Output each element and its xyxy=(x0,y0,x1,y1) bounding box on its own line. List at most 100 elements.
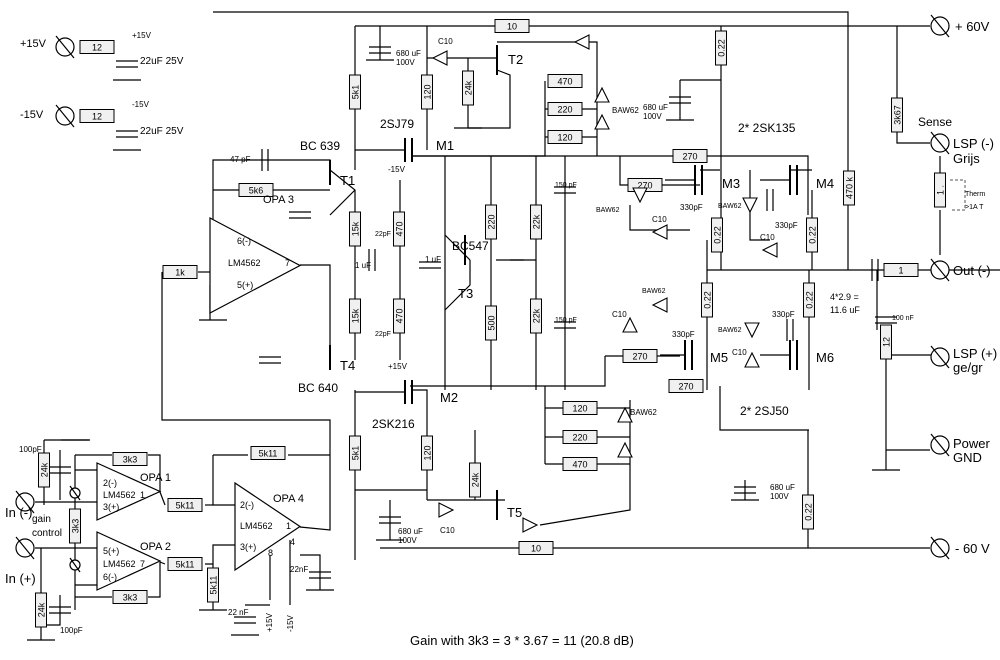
wire xyxy=(329,189,356,216)
wire xyxy=(161,272,331,531)
resistor-value: 1 . xyxy=(936,185,946,195)
label-c47p: 47 pF xyxy=(230,155,251,164)
resistor-value: 1 xyxy=(898,266,903,276)
label-sk135: 2* 2SK135 xyxy=(738,121,796,135)
wire xyxy=(539,400,631,526)
resistor xyxy=(207,567,219,603)
wire xyxy=(148,454,161,492)
resistor-value: 5k11 xyxy=(176,560,195,570)
label-c10b: C10 xyxy=(440,526,455,535)
wire xyxy=(468,69,511,129)
label-c10-m4: C10 xyxy=(760,233,775,242)
label-c330-m4: 330pF xyxy=(775,221,798,230)
wire xyxy=(619,156,700,186)
terminal-slash xyxy=(930,258,950,282)
label-t5: T5 xyxy=(507,505,522,520)
terminal-slash xyxy=(930,433,950,457)
resistor-value: 270 xyxy=(632,352,647,362)
terminal-label-gnd: GND xyxy=(953,450,982,465)
wire xyxy=(300,264,331,360)
label-sup-cap2: 22uF 25V xyxy=(140,126,184,137)
resistor xyxy=(250,446,286,460)
resistor xyxy=(494,19,530,33)
terminal-label-minus60: - 60 V xyxy=(955,541,990,556)
resistor-value: 24k xyxy=(37,602,47,617)
wire xyxy=(749,170,770,241)
resistor xyxy=(167,557,203,571)
terminal-slash xyxy=(55,104,75,128)
terminal-slash xyxy=(930,345,950,369)
wire xyxy=(159,561,166,565)
label-opa4-p8: 8 xyxy=(268,548,273,558)
resistor xyxy=(518,541,554,555)
label-p15-b: +15V xyxy=(265,612,274,632)
label-therm2: >1A T xyxy=(965,204,984,211)
terminal-slash xyxy=(69,485,81,501)
resistor-value: 10 xyxy=(507,22,517,32)
resistor xyxy=(393,298,405,334)
terminal-label-lsp-minus: LSP (-) xyxy=(953,136,994,151)
label-t3: T3 xyxy=(458,286,473,301)
terminal-label-gain: gain xyxy=(32,514,51,525)
diode xyxy=(744,322,760,339)
resistor xyxy=(622,349,658,363)
resistor-value: 5k11 xyxy=(259,449,278,459)
terminal-label-minus15: -15V xyxy=(20,109,44,121)
label-c150b: 150 pF xyxy=(555,317,577,324)
resistor-value: 270 xyxy=(682,152,697,162)
label-c330-m6: 330pF xyxy=(772,310,795,319)
label-baw-bot: BAW62 xyxy=(630,408,657,417)
terminal-label-control: control xyxy=(32,528,62,539)
label-opa4: OPA 4 xyxy=(273,493,304,505)
wire xyxy=(444,260,471,311)
resistor-value: 470 xyxy=(395,308,405,323)
diode xyxy=(651,224,668,240)
label-baw-top: BAW62 xyxy=(612,106,639,115)
op-amp xyxy=(96,462,162,521)
resistor-value: 220 xyxy=(557,105,572,115)
resistor-value: 120 xyxy=(557,133,572,143)
label-sj50: 2* 2SJ50 xyxy=(740,404,789,418)
resistor xyxy=(162,265,198,279)
resistor xyxy=(167,498,203,512)
label-sk216: 2SK216 xyxy=(372,417,415,431)
label-c100n: 100 nF xyxy=(892,315,914,322)
label-c680d1: 680 uF xyxy=(398,527,423,536)
resistor-value: 1k xyxy=(175,268,185,278)
terminal-slash xyxy=(930,131,950,155)
label-c1u-a: 1 uF xyxy=(355,261,371,270)
resistor-value: 15k xyxy=(351,308,361,323)
wire xyxy=(41,595,61,626)
label-opa2-m: 6(-) xyxy=(103,572,117,582)
resistor-value: 470 k xyxy=(845,176,855,199)
resistor-value: 120 xyxy=(572,404,587,414)
resistor xyxy=(349,435,361,471)
resistor xyxy=(38,452,50,488)
terminal-label-sense: Sense xyxy=(918,115,952,129)
resistor xyxy=(349,298,361,334)
terminal-label-power: Power xyxy=(953,436,991,451)
resistor xyxy=(547,102,583,116)
terminal-label-lsp-minus-color: Grijs xyxy=(953,151,980,166)
label-therm1: Therm xyxy=(965,191,985,198)
resistor xyxy=(112,452,148,466)
label-c100p-b: 100pF xyxy=(60,626,83,635)
resistor xyxy=(79,109,115,123)
resistor xyxy=(806,217,818,253)
wire xyxy=(159,491,166,506)
label-m15v: -15V xyxy=(388,165,406,174)
op-amp xyxy=(96,531,162,591)
resistor xyxy=(349,211,361,247)
resistor-value: 220 xyxy=(487,214,497,229)
diode xyxy=(431,50,448,66)
resistor-value: 270 xyxy=(637,181,652,191)
resistor xyxy=(843,170,855,206)
resistor xyxy=(393,211,405,247)
label-baw-m6: BAW62 xyxy=(718,327,742,334)
diode xyxy=(438,502,455,518)
label-c10-m6: C10 xyxy=(732,348,747,357)
resistor xyxy=(891,97,903,133)
diode xyxy=(632,187,648,204)
resistor-value: 270 xyxy=(678,382,693,392)
wire xyxy=(410,356,606,387)
